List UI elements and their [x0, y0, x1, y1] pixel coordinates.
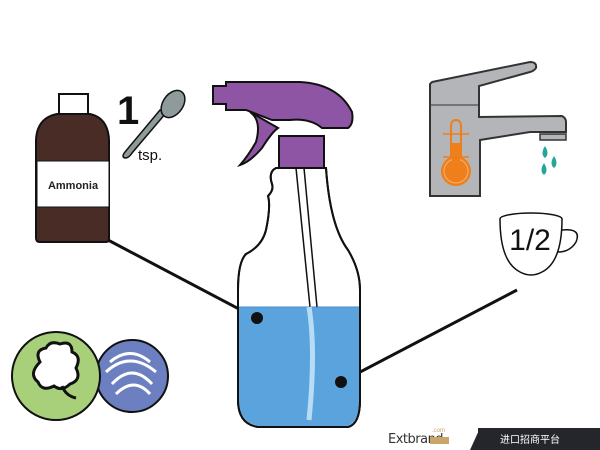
half-cup-icon: 1/2: [499, 212, 579, 276]
wool-symbol-icon: [95, 339, 169, 413]
cotton-symbol-icon: [11, 331, 101, 421]
footer-slant: [470, 428, 480, 450]
ammonia-bottle-icon: Ammonia: [35, 93, 110, 243]
ammonia-label: Ammonia: [48, 180, 99, 192]
ammonia-connector-line: [107, 238, 257, 320]
hot-water-faucet-icon: [429, 60, 567, 197]
spoon-amount: 1: [117, 89, 139, 133]
footer-tagline: 进口招商平台: [500, 435, 560, 446]
teaspoon-icon: 1 tsp.: [117, 89, 186, 164]
footer-bar: [478, 428, 600, 450]
cup-amount: 1/2: [509, 224, 551, 257]
spoon-unit: tsp.: [138, 147, 162, 164]
extbrand-logo: Extbrand: [388, 432, 444, 447]
spray-bottle-icon: [212, 81, 361, 428]
extbrand-domain: .com: [432, 428, 446, 434]
logo-badge: [430, 437, 449, 444]
water-connector-line: [340, 288, 518, 384]
